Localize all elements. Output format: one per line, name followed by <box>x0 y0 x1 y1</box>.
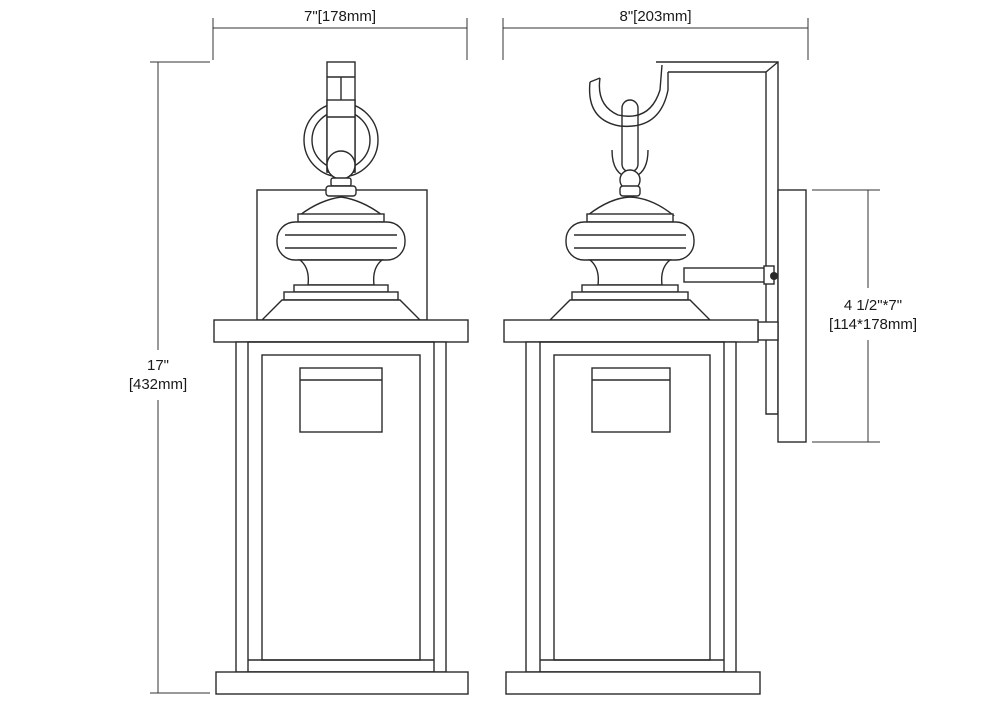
front-top-frame <box>213 319 469 343</box>
side-backplate <box>777 189 807 443</box>
front-body <box>235 341 447 673</box>
height-label-mm: [432mm] <box>128 376 188 393</box>
backplate-label-mm: [114*178mm] <box>828 316 918 333</box>
front-view <box>213 61 469 695</box>
backplate-label-inches: 4 1/2"*7" <box>843 297 903 314</box>
height-label: 17" [432mm] <box>118 356 198 394</box>
side-bracket-arm <box>588 61 779 415</box>
front-base <box>215 671 469 695</box>
front-width-label: 7"[178mm] <box>303 8 377 25</box>
backplate-dimension <box>812 189 880 443</box>
side-top-frame <box>503 319 759 343</box>
side-body <box>525 341 737 673</box>
side-extension-label: 8"[203mm] <box>619 8 692 25</box>
side-base <box>505 671 761 695</box>
height-dimension <box>150 61 210 694</box>
width-dimension-side <box>502 18 809 60</box>
backplate-label: 4 1/2"*7" [114*178mm] <box>818 296 928 334</box>
side-chain-link <box>611 99 649 191</box>
side-support-rod <box>683 265 779 341</box>
front-cap <box>260 177 422 321</box>
width-dimension-front <box>212 18 468 60</box>
height-label-inches: 17" <box>146 357 169 374</box>
front-hanging-ring <box>303 61 379 180</box>
side-cap <box>548 185 712 321</box>
side-view <box>503 61 807 695</box>
